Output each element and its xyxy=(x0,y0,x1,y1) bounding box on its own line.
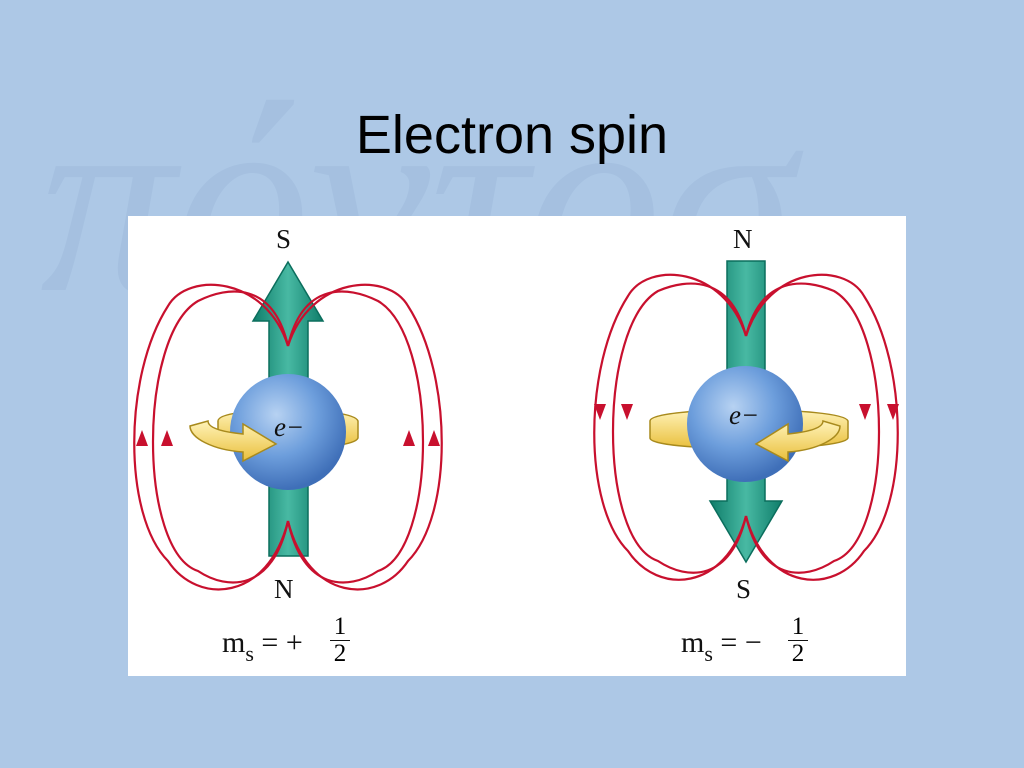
left-ms-fraction: 1 2 xyxy=(330,614,350,667)
left-field-arrowheads xyxy=(136,430,440,446)
right-ms-equation: ms = − xyxy=(681,626,762,666)
right-field-lines xyxy=(593,273,899,581)
right-electron-label: e− xyxy=(729,400,760,430)
right-field-arrowheads xyxy=(594,404,899,420)
left-electron-sphere xyxy=(230,374,346,490)
left-bottom-pole-label: N xyxy=(274,574,294,604)
left-field-lines xyxy=(133,283,443,591)
left-fraction-numerator: 1 xyxy=(333,613,347,640)
left-electron-label: e− xyxy=(274,412,305,442)
right-spin-down-diagram xyxy=(593,260,899,581)
left-ms-subscript: s xyxy=(245,641,254,666)
right-fraction-denominator: 2 xyxy=(791,640,805,667)
right-rotation-arrow-front xyxy=(754,419,841,463)
left-ms-sign: = + xyxy=(253,626,303,659)
right-bottom-pole-label: S xyxy=(736,574,752,604)
left-ms-equation: ms = + xyxy=(222,626,303,666)
right-ms-subscript: s xyxy=(704,641,713,666)
electron-spin-figure: S N e− ms = + 1 2 N S e− ms = − 1 2 xyxy=(128,216,906,676)
left-spin-up-diagram xyxy=(133,260,443,591)
spin-diagram-svg xyxy=(133,260,899,591)
right-ms-symbol: m xyxy=(681,626,705,659)
left-rotation-arrow-front xyxy=(189,420,278,463)
right-ms-fraction: 1 2 xyxy=(788,614,808,667)
left-fraction-bar xyxy=(330,640,350,641)
right-fraction-numerator: 1 xyxy=(791,613,805,640)
left-top-pole-label: S xyxy=(276,224,292,254)
right-ms-sign: = − xyxy=(712,626,762,659)
right-fraction-bar xyxy=(788,640,808,641)
left-fraction-denominator: 2 xyxy=(333,640,347,667)
left-ms-symbol: m xyxy=(222,626,246,659)
right-top-pole-label: N xyxy=(733,224,753,254)
slide-title: Electron spin xyxy=(355,105,669,165)
